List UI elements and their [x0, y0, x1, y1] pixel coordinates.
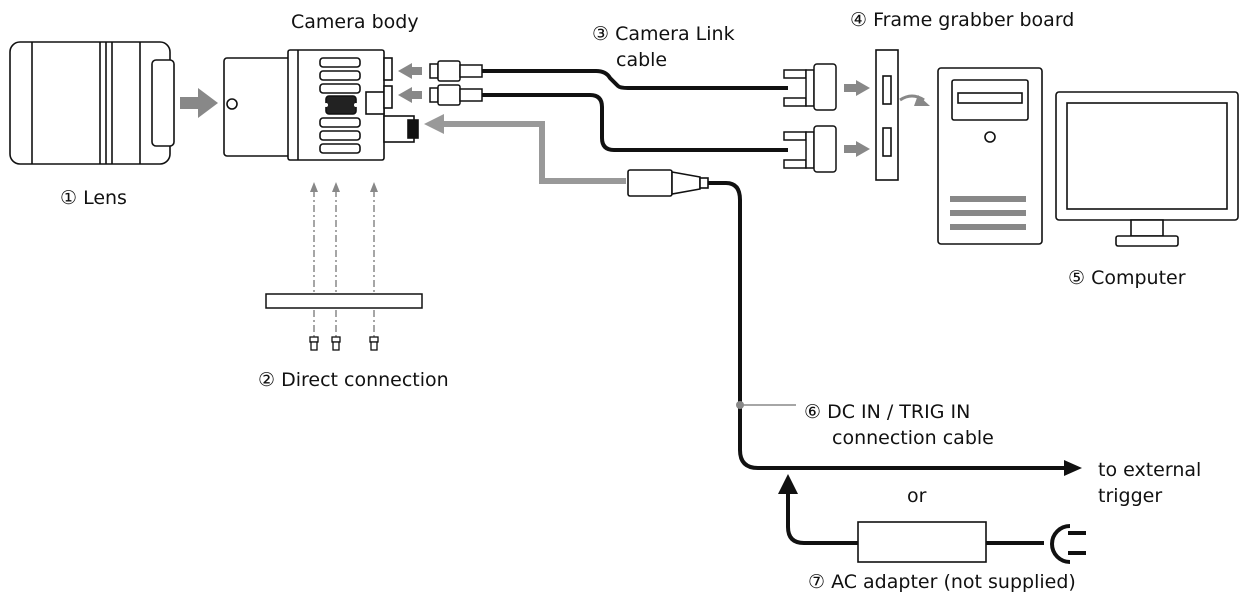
- direct-connection-label: ② Direct connection: [258, 369, 449, 391]
- ac-adapter-icon: [857, 521, 987, 563]
- camera-link-cable-icon: [482, 69, 788, 152]
- frame-grabber-board-icon: [875, 49, 899, 181]
- camera-link-connector-icon: [783, 63, 837, 173]
- dc-in-camera-arrowhead-icon: [424, 114, 444, 134]
- external-trigger-label-line2: trigger: [1098, 485, 1163, 507]
- grabber-in-arrows-icon: [844, 80, 870, 157]
- dc-in-connector-icon: [627, 169, 709, 197]
- or-label: or: [907, 485, 927, 507]
- power-plug-icon: [1050, 524, 1086, 564]
- camera-link-connector-icon: [429, 60, 483, 106]
- ac-adapter-cable-icon: [786, 482, 858, 545]
- dc-in-callout-dot-icon: [736, 401, 744, 409]
- monitor-icon: [1055, 91, 1239, 247]
- mount-guide-lines-icon: [313, 190, 375, 340]
- lens-to-camera-arrow-icon: [180, 88, 218, 118]
- mount-guide-arrowheads-icon: [310, 182, 378, 192]
- camera-link-in-arrows-icon: [398, 63, 422, 103]
- mount-plate-icon: [265, 293, 423, 309]
- camera-link-label-line1: ③ Camera Link: [592, 23, 735, 45]
- dc-in-gray-cable-icon: [440, 121, 626, 184]
- ac-to-cable-arrowhead-icon: [778, 474, 798, 494]
- grabber-to-pc-arrowhead-icon: [914, 95, 930, 106]
- ac-adapter-label: ⑦ AC adapter (not supplied): [808, 571, 1076, 593]
- screw-icon: [309, 336, 379, 351]
- computer-label: ⑤ Computer: [1068, 267, 1186, 289]
- dc-in-label-line2: connection cable: [832, 427, 994, 449]
- lens-icon: [9, 41, 175, 165]
- frame-grabber-label: ④ Frame grabber board: [850, 9, 1075, 31]
- external-trigger-label-line1: to external: [1098, 459, 1202, 481]
- dc-in-cable-icon: [708, 181, 1068, 470]
- lens-label: ① Lens: [60, 187, 127, 209]
- dc-in-label-line1: ⑥ DC IN / TRIG IN: [804, 401, 971, 423]
- computer-tower-icon: [937, 67, 1043, 245]
- camera-body-label: Camera body: [291, 11, 419, 33]
- camera-link-label-line2: cable: [616, 49, 668, 71]
- camera-body-icon: [223, 49, 419, 161]
- to-trigger-arrowhead-icon: [1064, 460, 1082, 476]
